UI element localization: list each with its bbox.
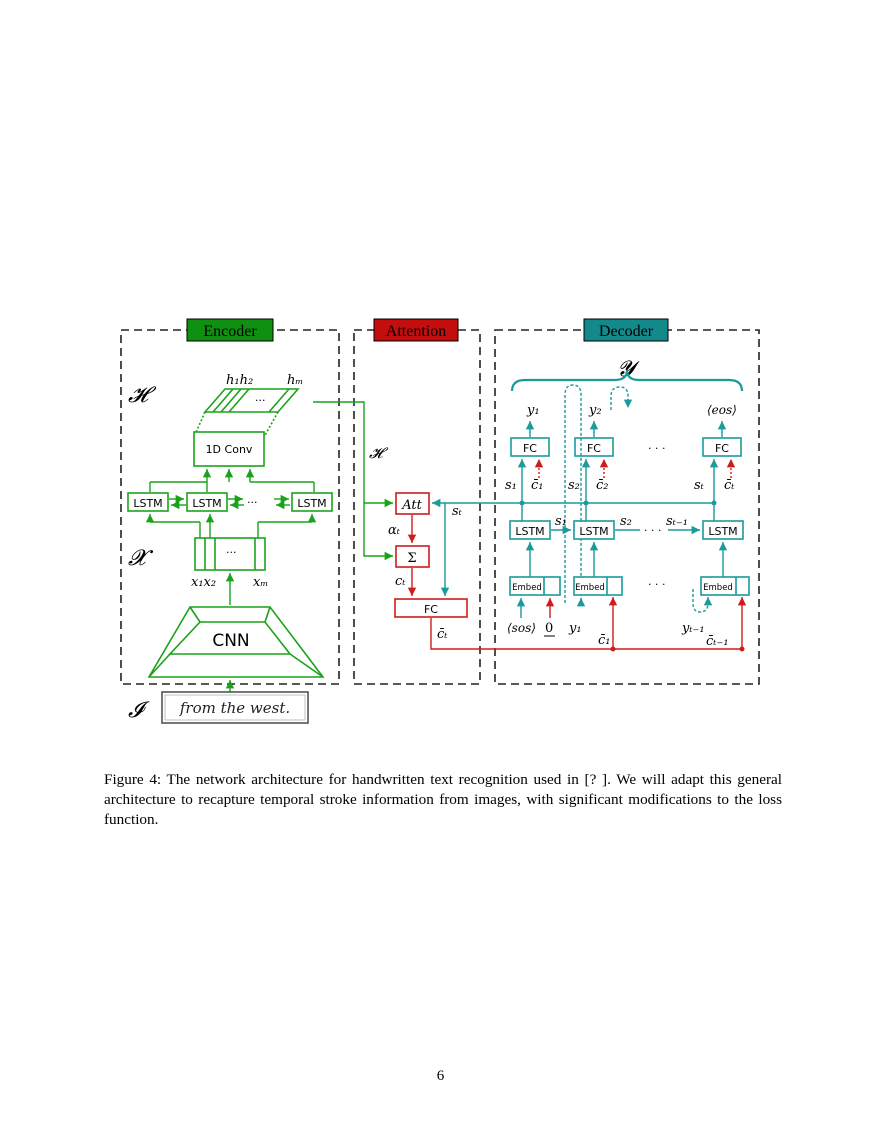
decoder-label-bg [583,318,669,342]
embed-3 [700,576,750,596]
X-symbol: 𝓧 [128,546,154,571]
enc-lstm-1-label: LSTM [133,497,162,510]
s1-mid-label: s₁ [555,514,567,529]
dec-fc-3-label: FC [715,442,729,455]
enc-lstm-2-label: LSTM [192,497,221,510]
x1-label: x₁x₂ [191,575,216,590]
dec-lstm-1 [509,520,551,540]
sum-label: Σ [407,551,416,566]
attention-fc-label: FC [424,603,438,616]
sum-box [395,545,430,568]
I-symbol: 𝓘 [128,698,150,723]
sos-label: ⟨sos⟩ [507,621,536,635]
embed-1 [509,576,561,596]
attention-fc-box [394,598,468,618]
st-label: sₜ [452,504,463,519]
h-dots: ··· [255,394,266,407]
dec-lstm-1-label: LSTM [515,525,544,538]
embed-1-label: Embed [512,583,542,593]
embed-3-label: Embed [703,583,733,593]
cT1-bottom-label: c̄ₜ₋₁ [706,634,729,649]
xM-label: xₘ [253,575,268,590]
x-feature-block [194,537,266,571]
dec-fc-dots: · · · [648,442,665,455]
c2-label: c̄₂ [596,478,609,493]
eos-top: ⟨eos⟩ [707,403,737,417]
enc-lstm-3-label: LSTM [297,497,326,510]
cnn-label: CNN [212,631,249,651]
page-number: 6 [436,1068,445,1084]
h-feature-block [193,388,300,438]
attention-label: Attention [386,323,446,340]
conv-box [193,431,265,467]
s1-label: s₁ [505,478,517,493]
embed-2 [573,576,623,596]
cnn-block [147,606,325,678]
y1-top: y₁ [526,403,540,418]
c1-label: c̄₁ [531,478,544,493]
sT-label: sₜ [694,478,705,493]
decoder-label: Decoder [599,323,654,340]
dec-fc-2 [574,437,614,457]
dec-fc-1-label: FC [523,442,537,455]
dec-lstm-2 [573,520,615,540]
ct-label: cₜ [395,574,406,589]
dec-lstm-2-label: LSTM [579,525,608,538]
embed-dots: · · · [648,578,665,591]
ct-bar-label: c̄ₜ [437,627,448,642]
dec-fc-3 [702,437,742,457]
H-symbol: 𝓗 [128,383,157,408]
figure-caption: Figure 4: The network architecture for h… [104,771,782,828]
enc-lstm-3 [291,492,333,512]
enc-lstm-dots: ··· [247,496,258,509]
x-dots: ··· [226,546,237,559]
sT1-mid-label: sₜ₋₁ [666,514,688,529]
c1-bottom-label: c̄₁ [598,633,611,648]
s2-mid-label: s₂ [620,514,632,529]
dec-fc-1 [510,437,550,457]
yT1-bottom-label: yₜ₋₁ [681,621,705,636]
att-box [395,492,430,515]
Y-brace [510,369,744,392]
h1-label: h₁h₂ [226,373,253,388]
input-handwriting: from the west. [179,699,290,717]
attention-section-box [353,329,481,685]
alpha-label: αₜ [388,523,401,538]
dec-lstm-dots: · · · [644,524,661,537]
att-label: Att [401,498,422,513]
input-image-box [161,691,309,724]
y2-top: y₂ [588,403,602,418]
zero-label: 0 [545,621,553,636]
y1-bottom-label: y₁ [568,621,582,636]
dec-lstm-3-label: LSTM [708,525,737,538]
conv-label: 1D Conv [206,443,253,456]
enc-lstm-1 [127,492,169,512]
attention-label-bg [373,318,459,342]
dec-fc-2-label: FC [587,442,601,455]
enc-lstm-2 [186,492,228,512]
s2-label: s₂ [568,478,580,493]
encoder-label-bg [186,318,274,342]
attention-H-label: 𝓗 [369,444,389,462]
hM-label: hₘ [287,373,303,388]
cT-label: c̄ₜ [724,478,735,493]
encoder-label: Encoder [203,323,257,340]
dec-lstm-3 [702,520,744,540]
embed-2-label: Embed [575,583,605,593]
